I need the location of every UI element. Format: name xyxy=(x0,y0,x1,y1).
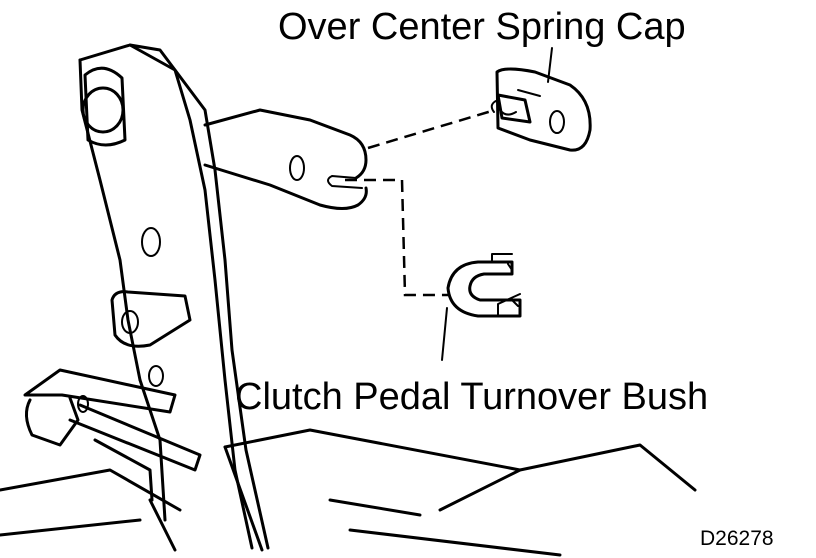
turnover-bush-label: Clutch Pedal Turnover Bush xyxy=(235,376,709,418)
pedal-arm xyxy=(78,43,270,550)
mid-bracket xyxy=(110,290,192,348)
cap-callout-line xyxy=(547,47,553,83)
bush-dashed-leader xyxy=(345,178,450,297)
figure-code: D26278 xyxy=(700,527,774,550)
fork-arm xyxy=(203,108,368,210)
spring-cap-part xyxy=(490,67,592,152)
spring-cap-label: Over Center Spring Cap xyxy=(278,6,686,48)
bush-callout-line xyxy=(441,307,448,361)
floor-housing xyxy=(0,428,697,557)
leader-lines xyxy=(345,47,553,361)
lower-stopper xyxy=(23,368,202,502)
turnover-bush-part xyxy=(446,253,522,318)
cap-dashed-leader xyxy=(367,108,496,150)
